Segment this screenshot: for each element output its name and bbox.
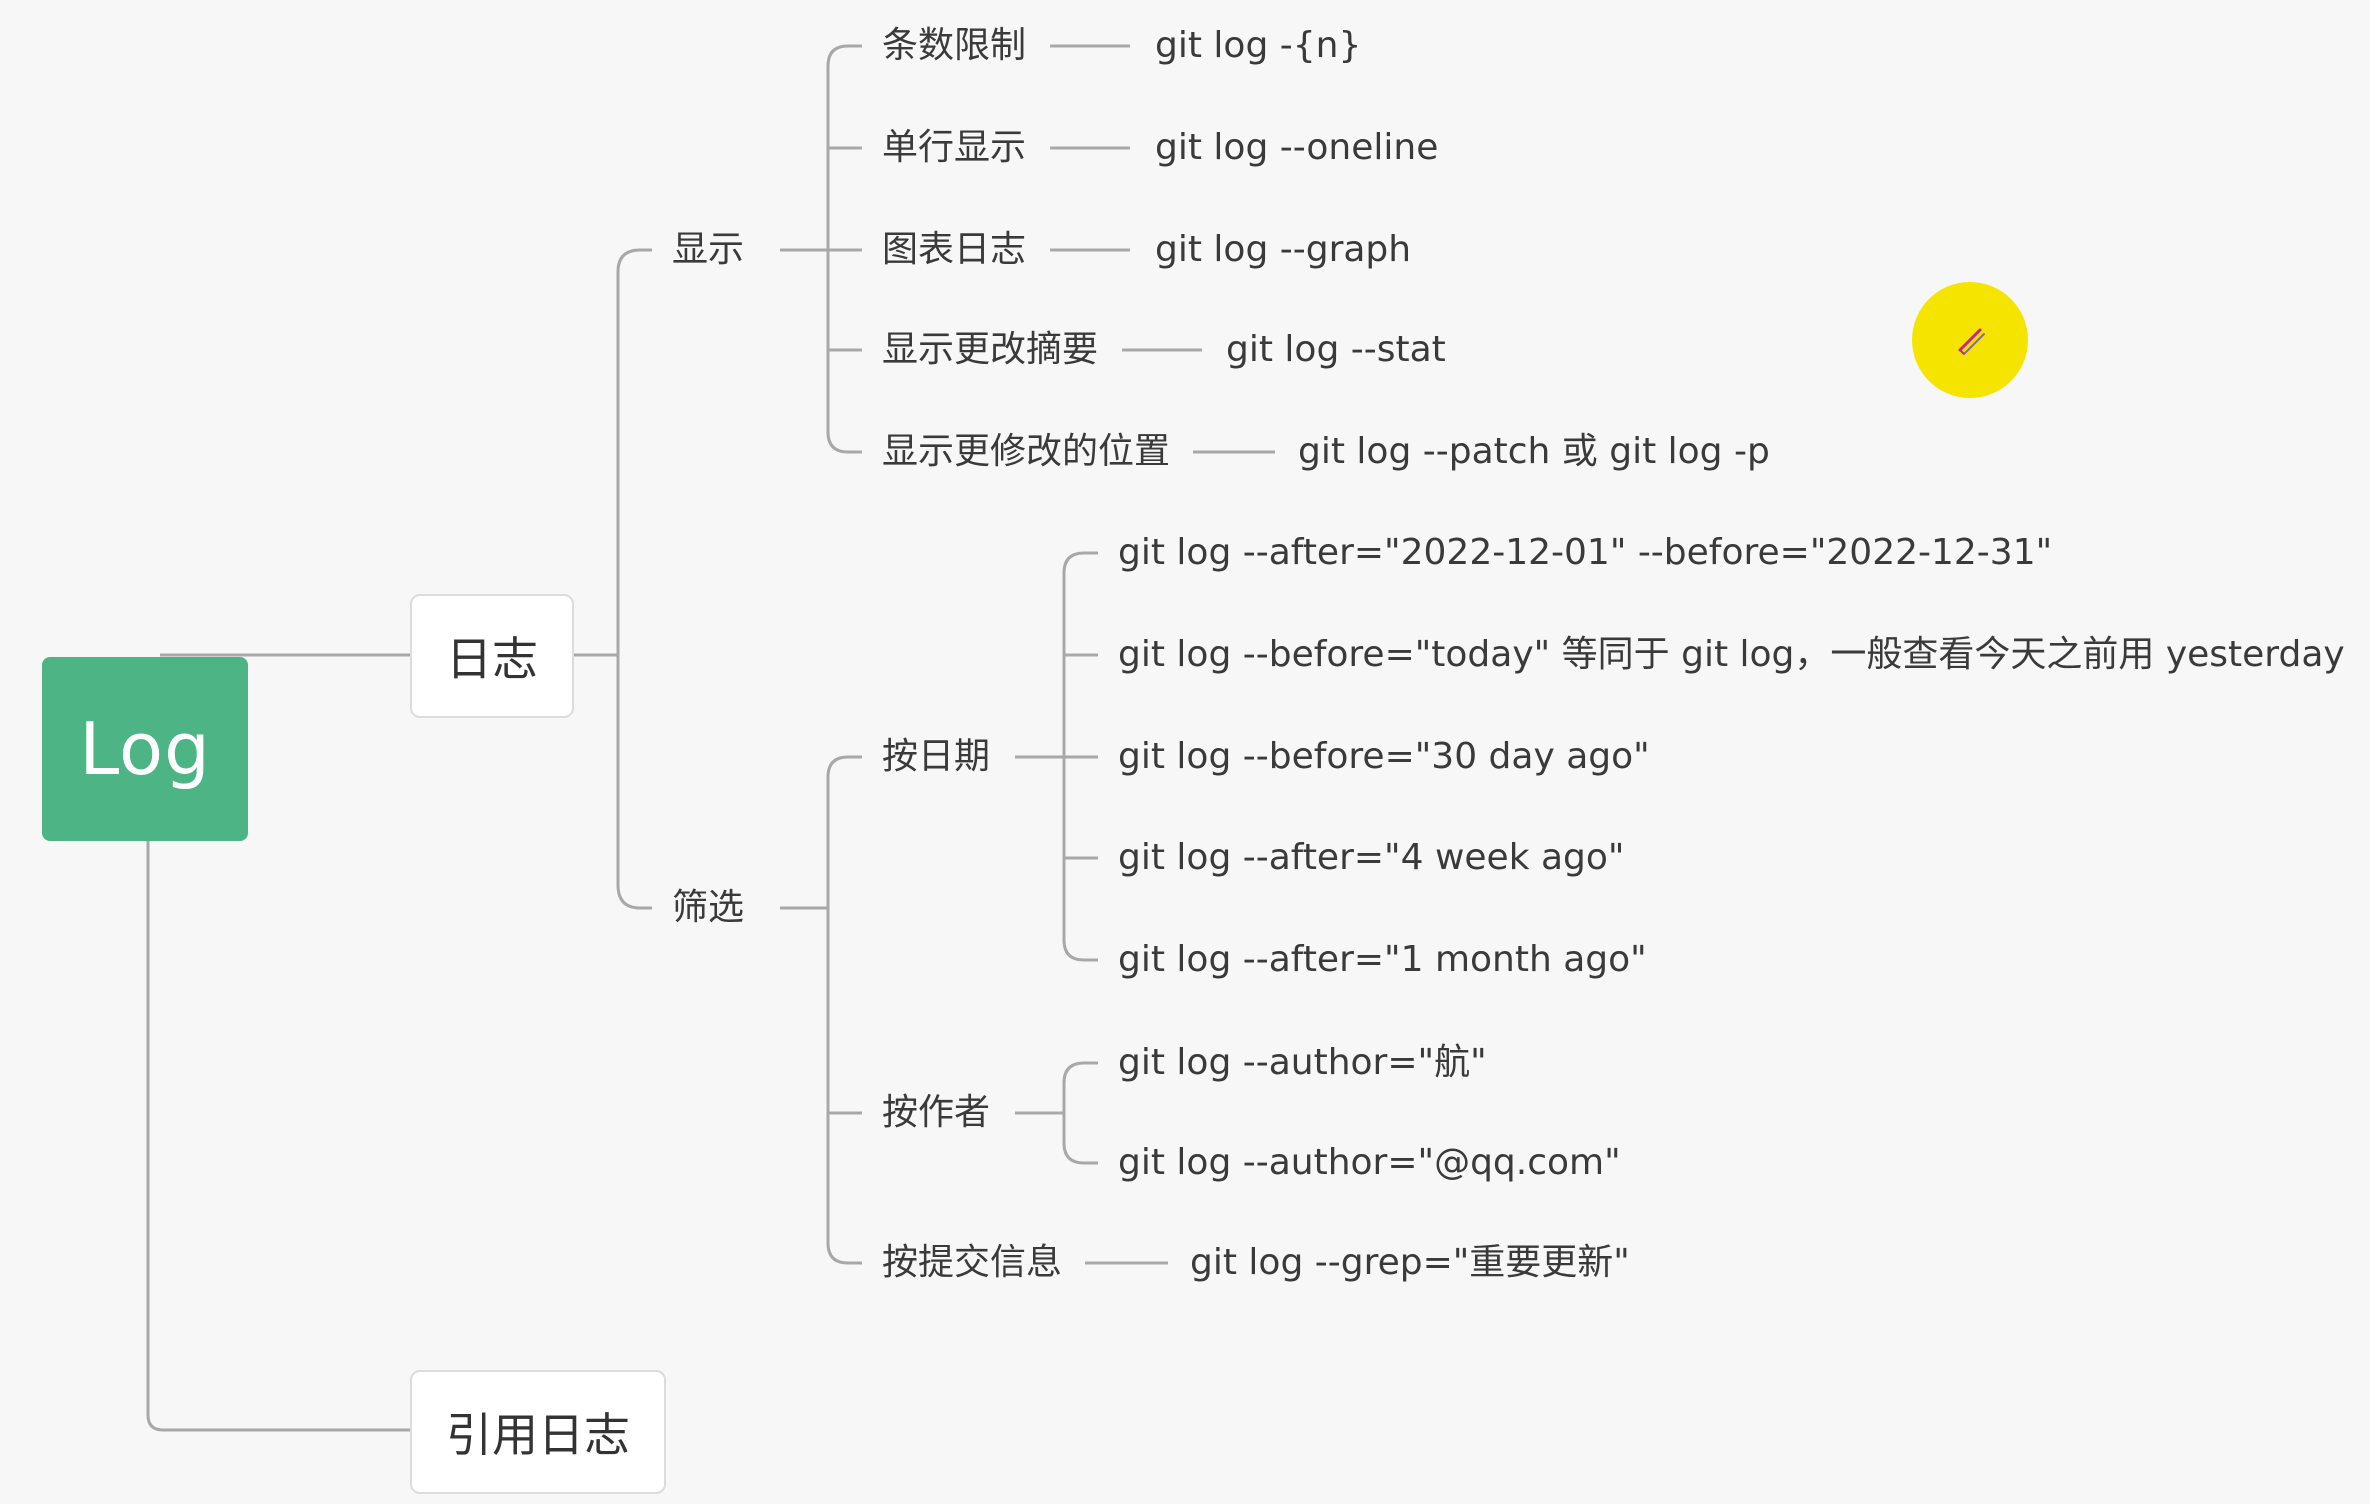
display-item-graph-cmd: git log --graph — [1155, 229, 1412, 270]
display-item-stat-cmd: git log --stat — [1226, 329, 1446, 370]
cursor-highlight — [1912, 282, 2028, 398]
display-item-oneline-cmd: git log --oneline — [1155, 127, 1439, 168]
date-cmd-4week: git log --after="4 week ago" — [1118, 837, 1625, 878]
date-cmd-range: git log --after="2022-12-01" --before="2… — [1118, 532, 2053, 573]
root-node-log[interactable]: Log — [42, 657, 248, 841]
node-reflog[interactable]: 引用日志 — [410, 1370, 666, 1494]
node-display[interactable]: 显示 — [672, 229, 745, 270]
date-cmd-1month: git log --after="1 month ago" — [1118, 939, 1647, 980]
message-cmd-grep: git log --grep="重要更新" — [1190, 1242, 1630, 1283]
display-item-limit-cmd: git log -{n} — [1155, 25, 1362, 66]
display-item-graph[interactable]: 图表日志 — [882, 229, 1027, 270]
node-filter[interactable]: 筛选 — [672, 887, 745, 928]
display-item-patch[interactable]: 显示更修改的位置 — [882, 431, 1171, 472]
node-log-journal[interactable]: 日志 — [410, 594, 574, 718]
display-item-limit[interactable]: 条数限制 — [882, 25, 1027, 66]
display-item-oneline[interactable]: 单行显示 — [882, 127, 1027, 168]
node-log-journal-label: 日志 — [446, 632, 538, 686]
date-cmd-today: git log --before="today" 等同于 git log，一般查… — [1118, 634, 2345, 675]
author-cmd-name: git log --author="航" — [1118, 1042, 1487, 1083]
author-cmd-email: git log --author="@qq.com" — [1118, 1142, 1621, 1183]
node-reflog-label: 引用日志 — [446, 1408, 630, 1462]
display-item-patch-cmd: git log --patch 或 git log -p — [1298, 431, 1770, 472]
display-item-stat[interactable]: 显示更改摘要 — [882, 329, 1099, 370]
pencil-icon — [1958, 328, 1985, 355]
filter-by-message[interactable]: 按提交信息 — [882, 1242, 1063, 1283]
filter-by-author[interactable]: 按作者 — [882, 1092, 991, 1133]
filter-by-date[interactable]: 按日期 — [882, 736, 991, 777]
date-cmd-30day: git log --before="30 day ago" — [1118, 736, 1650, 777]
